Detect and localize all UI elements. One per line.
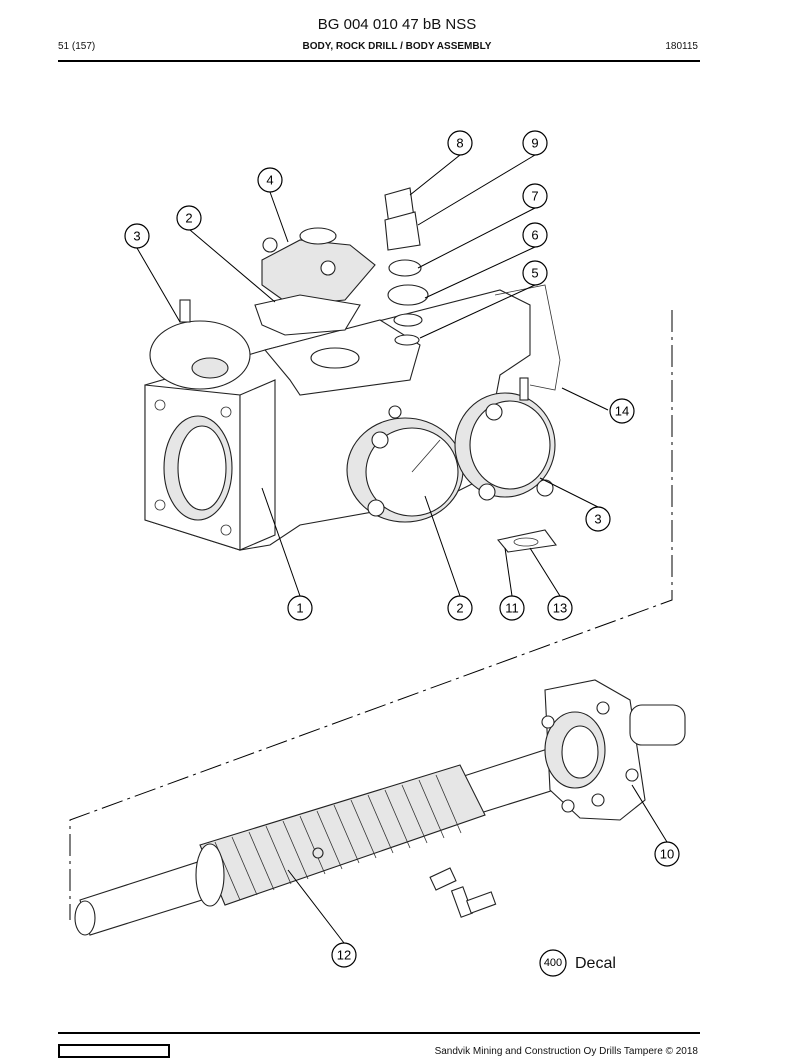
header-rule — [58, 60, 700, 62]
callout-13: 13 — [547, 595, 573, 621]
sandvik-logo — [58, 1044, 170, 1058]
callout-9-label: 9 — [531, 136, 538, 151]
callout-11-label: 11 — [505, 601, 519, 616]
callout-1: 1 — [287, 595, 313, 621]
callout-6: 6 — [522, 222, 548, 248]
callout-7-label: 7 — [531, 189, 538, 204]
callout-2-lower-label: 2 — [456, 601, 463, 616]
piston-assembly — [74, 679, 686, 936]
decal-label: Decal — [575, 955, 616, 972]
callout-10-label: 10 — [660, 847, 674, 862]
footer-rule — [58, 1032, 700, 1034]
callout-12: 12 — [331, 942, 357, 968]
callout-13-label: 13 — [553, 601, 567, 616]
assembly-frame-line — [69, 310, 673, 920]
page-number: 51 (157) — [58, 41, 96, 52]
callout-2-lower: 2 — [447, 595, 473, 621]
callout-14-label: 14 — [615, 404, 629, 419]
callout-4: 4 — [257, 167, 283, 193]
callout-8-label: 8 — [456, 136, 463, 151]
callout-7: 7 — [522, 183, 548, 209]
callout-400: 400 — [539, 949, 567, 977]
leader-lines — [136, 154, 668, 944]
callout-2-upper-label: 2 — [185, 211, 192, 226]
callout-3-upper: 3 — [124, 223, 150, 249]
callout-400-label: 400 — [544, 957, 562, 969]
callout-5-label: 5 — [531, 266, 538, 281]
callout-3-lower: 3 — [585, 506, 611, 532]
callout-3-upper-label: 3 — [133, 229, 140, 244]
document-title: BG 004 010 47 bB NSS — [317, 16, 477, 33]
callout-6-label: 6 — [531, 228, 538, 243]
callout-2-upper: 2 — [176, 205, 202, 231]
callout-12-label: 12 — [337, 948, 351, 963]
callout-1-label: 1 — [296, 601, 303, 616]
callout-8: 8 — [447, 130, 473, 156]
body-assembly — [144, 187, 561, 553]
callout-5: 5 — [522, 260, 548, 286]
callout-4-label: 4 — [266, 173, 273, 188]
footer-copyright: Sandvik Mining and Construction Oy Drill… — [434, 1046, 698, 1057]
document-date: 180115 — [665, 41, 698, 52]
callout-10: 10 — [654, 841, 680, 867]
callout-11: 11 — [499, 595, 525, 621]
callout-14: 14 — [609, 398, 635, 424]
callout-3-lower-label: 3 — [594, 512, 601, 527]
section-title: BODY, ROCK DRILL / BODY ASSEMBLY — [302, 41, 492, 52]
callout-9: 9 — [522, 130, 548, 156]
